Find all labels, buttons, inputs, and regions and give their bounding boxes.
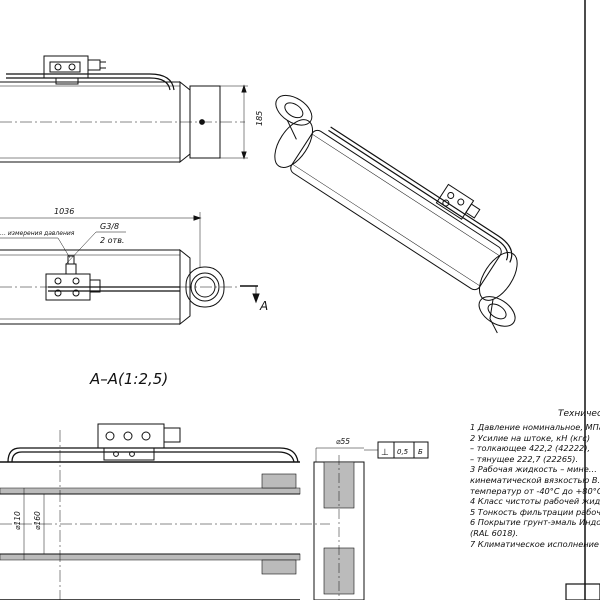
tech-requirement-item: 2 Усилие на штоке, кН (кгс) <box>470 432 591 443</box>
section-view: ⌀110 ⌀160 ⌀55 ⊥ 0,5 Б <box>0 423 429 600</box>
overall-length-dim: 1036 <box>54 207 74 216</box>
port-thread-label: G3/8 <box>100 222 119 231</box>
tech-requirements-list: 1 Давление номинальное, МПа (к… 2 Усилие… <box>470 422 600 549</box>
tech-requirement-item: 5 Тонкость фильтрации рабоче… <box>470 506 600 517</box>
tolerance-value: 0,5 <box>397 448 409 456</box>
port-count-label: 2 отв. <box>100 236 124 245</box>
isometric-view <box>274 94 518 334</box>
tech-requirement-item: (RAL 6018). <box>470 527 519 538</box>
rod-diameter-dim: ⌀55 <box>336 437 350 446</box>
tech-requirement-item: 7 Климатическое исполнение п… <box>470 538 600 549</box>
tech-requirement-item: 1 Давление номинальное, МПа (к… <box>470 422 600 432</box>
middle-view: 1036 G3/8 2 отв. … измерения давления А <box>0 207 268 326</box>
tech-requirements-title: Техническ… <box>558 409 600 419</box>
tech-requirement-item: – тянущее 222,7 (22265). <box>470 453 579 464</box>
tolerance-datum: Б <box>418 448 423 456</box>
tech-requirement-item: кинематической вязкостью В… <box>470 474 600 485</box>
tech-requirement-item: – толкающее 422,2 (42222), <box>470 443 591 454</box>
bore-diameter-dim: ⌀160 <box>33 511 42 530</box>
tech-requirement-item: температур от -40°С до +80°С <box>470 485 600 496</box>
tech-requirement-item: 4 Класс чистоты рабочей жидк… <box>470 496 600 507</box>
section-title: А–А(1:2,5) <box>89 370 168 388</box>
title-block-corner <box>565 583 600 600</box>
tech-requirement-item: 6 Покрытие грунт-эмаль Индо… <box>470 517 600 528</box>
section-marker-label: А <box>259 299 268 313</box>
bracket-height-dim: 185 <box>255 111 264 126</box>
tolerance-symbol: ⊥ <box>381 448 389 458</box>
top-view: 185 <box>0 55 264 164</box>
tech-requirement-item: 3 Рабочая жидкость – мине… <box>470 464 597 475</box>
outer-diameter-dim: ⌀110 <box>13 511 22 530</box>
pressure-point-label: … измерения давления <box>0 230 75 237</box>
